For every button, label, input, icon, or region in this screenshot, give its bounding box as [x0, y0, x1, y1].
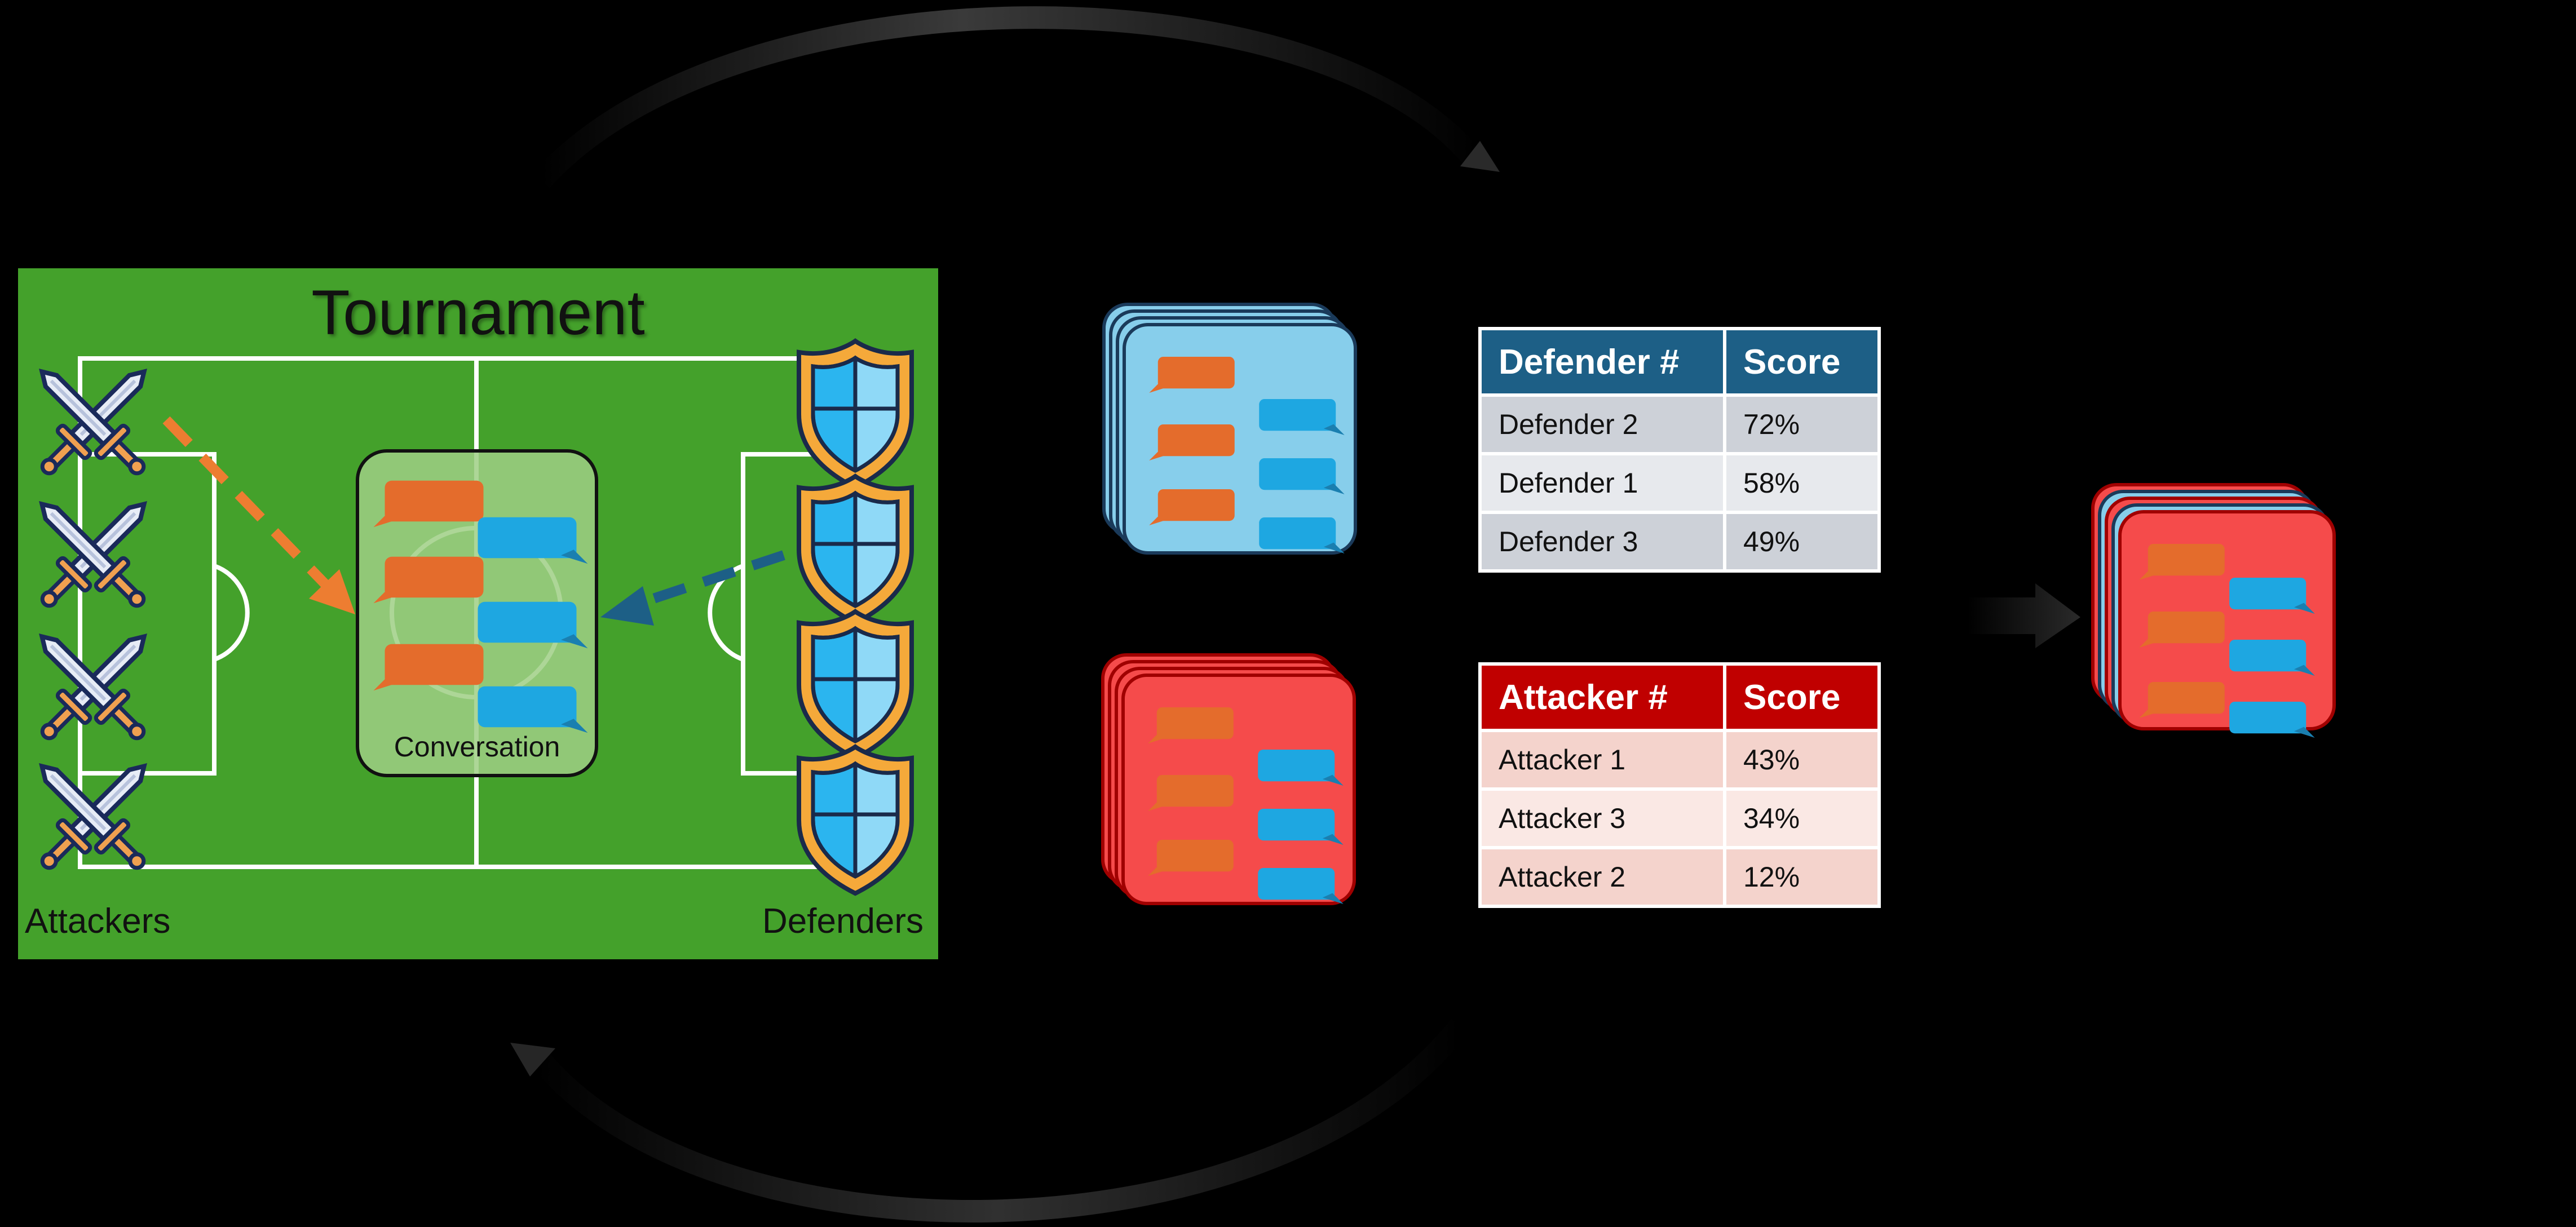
table-row: Defender 3 49% [1478, 511, 1881, 573]
attacker-score: 43% [1723, 729, 1881, 791]
defender-arrow [600, 550, 785, 626]
defender-column-header: Defender # [1478, 327, 1726, 397]
table-row: Attacker 1 43% [1478, 729, 1881, 791]
attacker-score: 34% [1723, 787, 1881, 849]
defender-score: 49% [1723, 511, 1881, 573]
chat-bubble-icon [1258, 749, 1344, 786]
shield-icon [797, 473, 914, 626]
combined-conversation-stack [2091, 483, 2336, 738]
crossed-swords-icon [39, 763, 147, 870]
shield-icon [797, 338, 914, 490]
attackers-group [39, 369, 147, 870]
crossed-swords-icon [39, 501, 147, 608]
attacker-name: Attacker 2 [1478, 846, 1726, 908]
defender-name: Defender 3 [1478, 511, 1726, 573]
defenders-group [797, 338, 914, 896]
tournament-title: Tournament [311, 277, 645, 348]
defender-name: Defender 1 [1478, 452, 1726, 514]
table-row: Defender 2 72% [1478, 393, 1881, 455]
chat-bubble-icon [1148, 707, 1234, 744]
chat-bubble-icon [1259, 517, 1345, 554]
attacker-score: 12% [1723, 846, 1881, 908]
attacker-score-table: Attacker # Score Attacker 1 43% Attacker… [1478, 662, 1881, 908]
table-row: Attacker 2 12% [1478, 846, 1881, 908]
chat-bubble-icon [1259, 458, 1345, 495]
chat-bubble-icon [1148, 774, 1234, 812]
chat-bubble-icon [1258, 867, 1344, 905]
chat-bubble-icon [1258, 808, 1344, 845]
attacker-arrow [162, 416, 355, 614]
table-row: Attacker 3 34% [1478, 787, 1881, 849]
chat-bubble-icon [2229, 701, 2315, 738]
crossed-swords-icon [39, 634, 147, 741]
chat-bubble-icon [1149, 356, 1235, 393]
attacker-name: Attacker 3 [1478, 787, 1726, 849]
chat-bubble-icon [2139, 681, 2225, 719]
chat-bubble-icon [2139, 611, 2225, 648]
chat-bubble-icon [1149, 424, 1235, 461]
conversation-box [356, 449, 598, 777]
chat-bubble-icon [1149, 489, 1235, 526]
defender-score: 58% [1723, 452, 1881, 514]
table-row: Defender 1 58% [1478, 452, 1881, 514]
attackers-label: Attackers [25, 902, 171, 941]
chat-bubble-icon [2139, 543, 2225, 581]
defender-score: 72% [1723, 393, 1881, 455]
chat-bubble-icon [2229, 577, 2315, 614]
result-arrow [1968, 583, 2080, 648]
score-column-header: Score [1723, 327, 1881, 397]
score-column-header: Score [1723, 662, 1881, 732]
cycle-arc-bottom [510, 1018, 1469, 1222]
chat-bubble-icon [2229, 639, 2315, 676]
attacker-column-header: Attacker # [1478, 662, 1726, 732]
defender-score-table: Defender # Score Defender 2 72% Defender… [1478, 327, 1881, 573]
crossed-swords-icon [39, 369, 147, 476]
attacker-name: Attacker 1 [1478, 729, 1726, 791]
cycle-arc-top [533, 6, 1500, 188]
defenders-label: Defenders [762, 902, 924, 941]
shield-icon [797, 609, 914, 761]
chat-bubble-icon [1259, 398, 1345, 436]
defender-conversation-stack [1102, 303, 1357, 555]
shield-icon [797, 744, 914, 896]
conversation-label: Conversation [394, 731, 560, 763]
defender-name: Defender 2 [1478, 393, 1726, 455]
chat-bubble-icon [1148, 839, 1234, 876]
attacker-conversation-stack [1101, 653, 1356, 905]
